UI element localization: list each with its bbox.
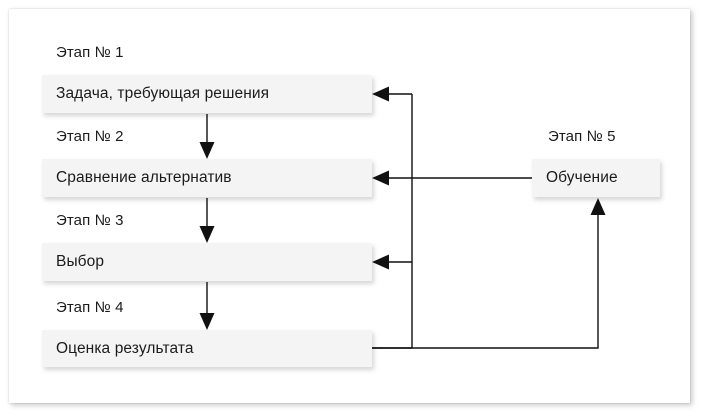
node-text-stage-1: Задача, требующая решения xyxy=(56,85,270,102)
node-text-stage-3: Выбор xyxy=(56,253,105,270)
node-box-stage-2[interactable]: Сравнение альтернатив xyxy=(42,159,372,197)
stage-label-2: Этап № 2 xyxy=(56,128,124,145)
stage-label-4: Этап № 4 xyxy=(56,299,124,316)
node-text-stage-2: Сравнение альтернатив xyxy=(56,169,232,186)
stage-label-5: Этап № 5 xyxy=(548,128,616,145)
node-box-stage-3[interactable]: Выбор xyxy=(42,243,372,281)
node-box-stage-5[interactable]: Обучение xyxy=(532,159,660,197)
node-box-stage-4[interactable]: Оценка результата xyxy=(42,330,372,367)
stage-label-3: Этап № 3 xyxy=(56,212,124,229)
node-text-stage-5: Обучение xyxy=(546,169,618,186)
stage-label-1: Этап № 1 xyxy=(56,44,124,61)
node-text-stage-4: Оценка результата xyxy=(56,339,194,357)
node-box-stage-1[interactable]: Задача, требующая решения xyxy=(42,75,372,113)
